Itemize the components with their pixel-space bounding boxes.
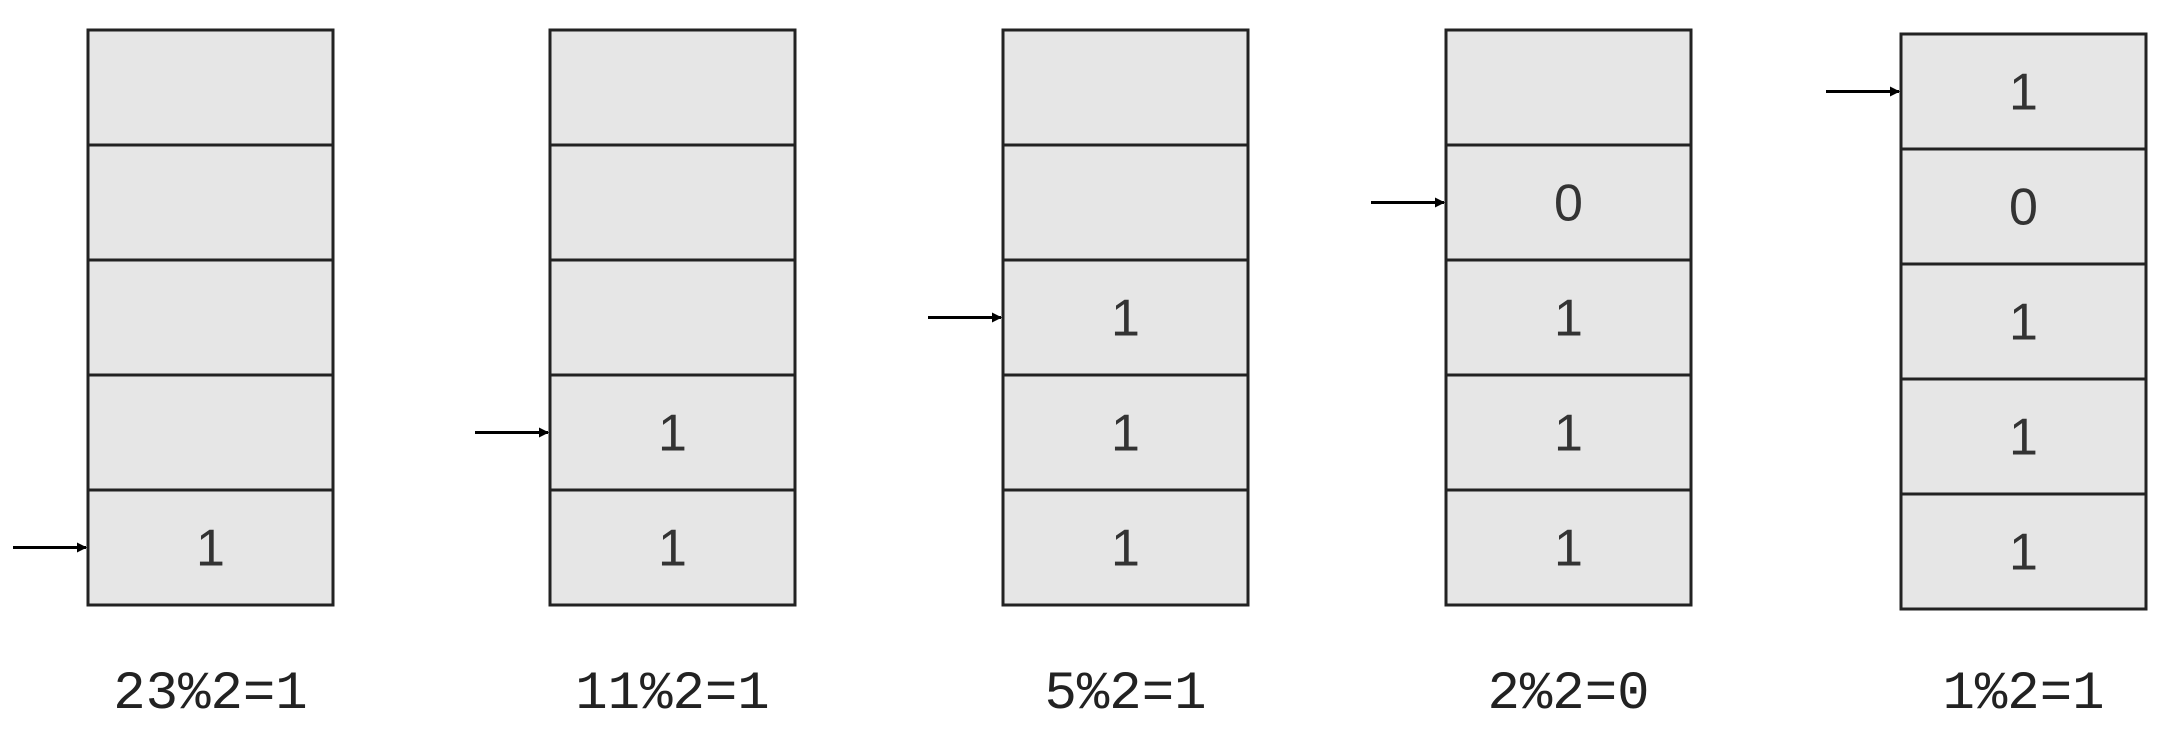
stack-cell (1001, 373, 1250, 492)
stack-cell (1444, 373, 1693, 492)
stack-cell-value: 1 (1554, 520, 1583, 578)
stack-cell (1001, 28, 1250, 147)
stack-cell (1899, 32, 2148, 151)
stack-cell-value: 1 (2009, 64, 2038, 122)
stack-cell (86, 373, 335, 492)
stack-cell (86, 488, 335, 607)
stack-cell-value: 0 (1554, 175, 1583, 233)
stack-1: 1 23%2=1 (13, 28, 335, 725)
stack-cell-value: 1 (1111, 405, 1140, 463)
stack-cell (1001, 258, 1250, 377)
stack-cell (1444, 258, 1693, 377)
stack-cell-value: 1 (2009, 294, 2038, 352)
stack-3: 1 1 1 5%2=1 (928, 28, 1250, 725)
stack-cell (1444, 28, 1693, 147)
stack-caption: 5%2=1 (1044, 664, 1206, 725)
stack-caption: 1%2=1 (1942, 664, 2104, 725)
stack-cell (1001, 143, 1250, 262)
stack-cell (86, 258, 335, 377)
stack-cell (548, 373, 797, 492)
stack-5: 1 0 1 1 1 1%2=1 (1826, 32, 2148, 725)
stack-caption: 23%2=1 (113, 664, 307, 725)
stack-cell (1899, 147, 2148, 266)
stack-cell (1899, 377, 2148, 496)
stack-cell-value: 1 (1111, 520, 1140, 578)
stack-cell-value: 1 (1554, 290, 1583, 348)
stack-cell (86, 143, 335, 262)
stack-cell (1001, 488, 1250, 607)
stack-cell (548, 28, 797, 147)
stack-caption: 11%2=1 (575, 664, 769, 725)
stack-cell-value: 1 (2009, 409, 2038, 467)
stack-cell-value: 1 (1554, 405, 1583, 463)
stack-cell-value: 1 (2009, 524, 2038, 582)
stack-4: 0 1 1 1 2%2=0 (1371, 28, 1693, 725)
stack-cell-value: 1 (196, 520, 225, 578)
stack-cell (548, 488, 797, 607)
stack-cell (548, 258, 797, 377)
stack-cell-value: 1 (1111, 290, 1140, 348)
stack-cell-value: 1 (658, 520, 687, 578)
stack-cell-value: 0 (2009, 179, 2038, 237)
stack-caption: 2%2=0 (1487, 664, 1649, 725)
stack-cell (86, 28, 335, 147)
stack-cell (548, 143, 797, 262)
stack-cell (1899, 492, 2148, 611)
stack-cell-value: 1 (658, 405, 687, 463)
stack-2: 1 1 11%2=1 (475, 28, 797, 725)
stack-cell (1444, 143, 1693, 262)
stack-cell (1444, 488, 1693, 607)
